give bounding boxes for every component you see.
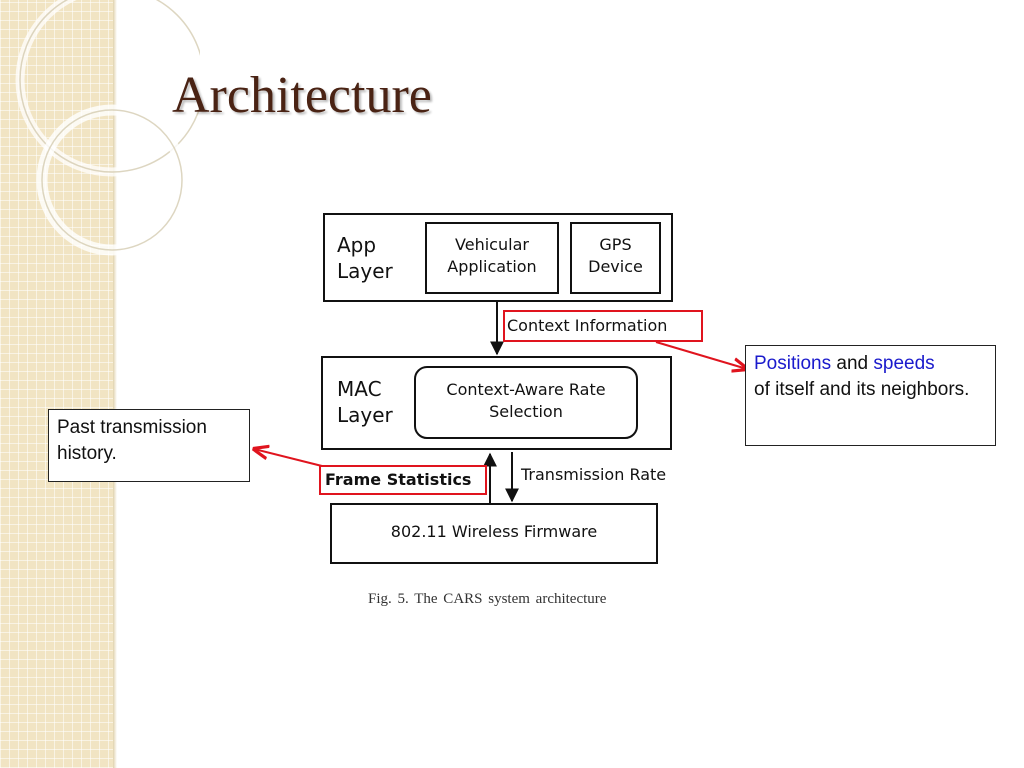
gps-device-line2: Device xyxy=(588,257,643,276)
vehicular-application-line2: Application xyxy=(447,257,537,276)
frame-statistics-label: Frame Statistics xyxy=(325,470,472,489)
rate-selection-box xyxy=(414,366,638,439)
context-information-highlight xyxy=(503,310,703,342)
vehicular-application-label: Vehicular Application xyxy=(425,234,559,278)
mac-layer-label: MAC Layer xyxy=(337,376,393,428)
context-information-label: Context Information xyxy=(507,316,668,335)
speeds-text: speeds xyxy=(873,353,935,374)
transmission-history-callout: Past transmission history. xyxy=(48,409,250,482)
right-callout-arrow xyxy=(655,341,747,369)
mac-layer-label-line2: Layer xyxy=(337,403,393,427)
gps-device-line1: GPS xyxy=(599,235,632,254)
decorative-rings xyxy=(15,0,200,256)
firmware-box xyxy=(330,503,658,564)
gps-device-box xyxy=(570,222,661,294)
and-text: and xyxy=(831,353,874,374)
firmware-label: 802.11 Wireless Firmware xyxy=(390,522,598,541)
rate-selection-label: Context-Aware Rate Selection xyxy=(414,379,638,423)
vehicular-application-line1: Vehicular xyxy=(455,235,529,254)
app-layer-label: App Layer xyxy=(337,232,393,284)
frame-statistics-highlight xyxy=(319,465,487,495)
vehicular-application-box xyxy=(425,222,559,294)
transmission-history-text: Past transmission history. xyxy=(57,417,207,464)
rate-selection-line1: Context-Aware Rate xyxy=(446,380,606,399)
mac-layer-label-line1: MAC xyxy=(337,377,382,401)
transmission-rate-label: Transmission Rate xyxy=(521,465,667,484)
gps-device-label: GPS Device xyxy=(570,234,661,278)
page-title: Architecture xyxy=(172,67,432,124)
positions-text: Positions xyxy=(754,353,832,374)
positions-speeds-callout: Positions and speeds of itself and its n… xyxy=(745,345,996,446)
callout-right-rest: of itself and its neighbors. xyxy=(754,379,970,400)
side-decoration-strip xyxy=(0,0,113,768)
side-strip-edge xyxy=(113,0,117,768)
rate-selection-line2: Selection xyxy=(489,402,563,421)
app-layer-label-line2: Layer xyxy=(337,259,393,283)
figure-caption: Fig. 5. The CARS system architecture xyxy=(368,591,607,607)
callout-right-line1: Positions and speeds xyxy=(754,351,987,377)
app-layer-label-line1: App xyxy=(337,233,377,257)
left-callout-arrow xyxy=(254,449,323,467)
